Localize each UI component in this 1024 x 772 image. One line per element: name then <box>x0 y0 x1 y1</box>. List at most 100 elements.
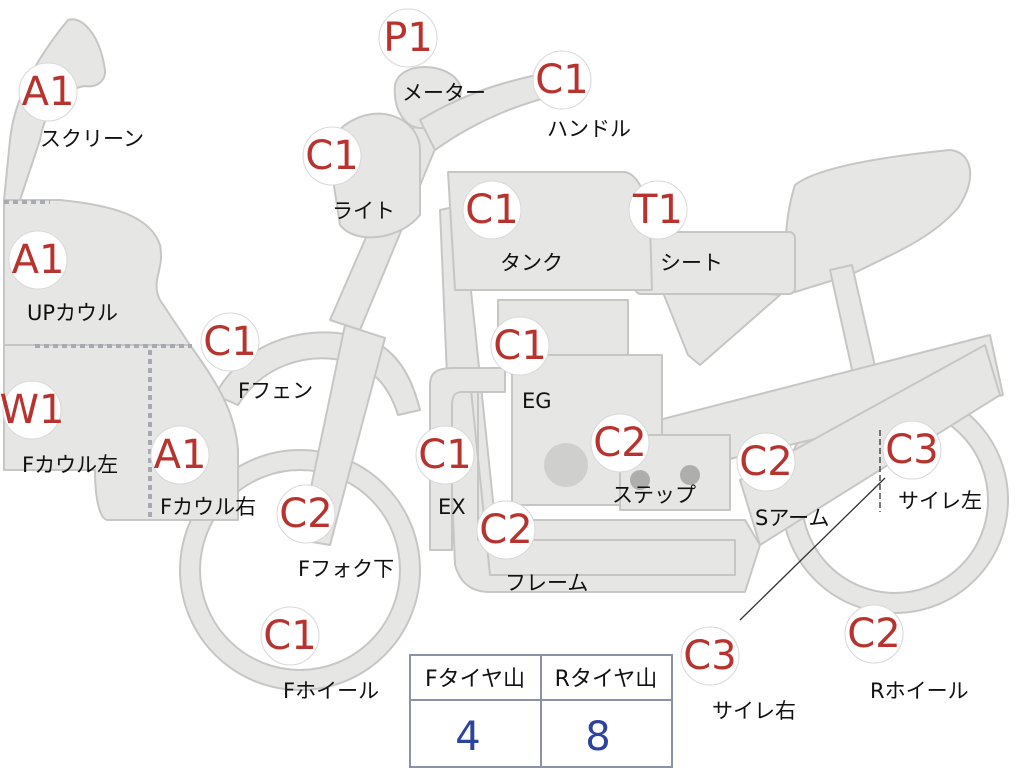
grade-badge <box>415 425 475 485</box>
part-label: フレーム <box>505 571 588 595</box>
part-marker-muffler-right: C3 サイレ右 <box>680 626 796 723</box>
part-marker-screen: A1 スクリーン <box>18 62 144 151</box>
grade-badge <box>200 312 260 372</box>
part-label: UPカウル <box>27 301 118 325</box>
grade-code: C1 <box>305 133 358 179</box>
grade-badge <box>378 8 438 68</box>
part-label: タンク <box>500 251 563 275</box>
engine-cover-shape <box>544 443 588 487</box>
grade-code: C2 <box>279 491 332 537</box>
grade-badge <box>476 500 536 560</box>
grade-code: A1 <box>154 432 207 478</box>
grade-code: C2 <box>593 420 646 466</box>
grade-badge <box>8 230 68 290</box>
step-peg-shape-2 <box>680 465 700 485</box>
grade-code: C1 <box>263 613 316 659</box>
muffler-right-leader <box>739 477 886 621</box>
grade-code: A1 <box>12 237 65 283</box>
part-marker-frame: C2 フレーム <box>476 500 588 595</box>
part-label: Rホイール <box>870 679 969 703</box>
part-label: スクリーン <box>40 127 144 151</box>
part-marker-meter: P1 メーター <box>378 8 486 105</box>
step-peg-shape <box>630 470 650 490</box>
part-marker-seat: T1 シート <box>628 180 723 275</box>
part-label: Fカウル右 <box>160 495 256 519</box>
part-label: メーター <box>402 81 486 105</box>
grade-badge <box>532 50 592 110</box>
part-label: サイレ右 <box>712 699 796 723</box>
grade-badge <box>302 126 362 186</box>
grade-code: C3 <box>885 427 938 473</box>
part-marker-step: C2 ステップ <box>590 413 696 507</box>
part-marker-tank: C1 タンク <box>462 180 563 275</box>
grade-badge <box>462 180 522 240</box>
grade-code: C1 <box>203 319 256 365</box>
grade-badge <box>628 180 688 240</box>
grade-code: C1 <box>418 432 471 478</box>
part-label: EX <box>438 495 466 519</box>
part-label: ライト <box>332 199 395 223</box>
grade-badge <box>2 380 62 440</box>
grade-code: C2 <box>739 439 792 485</box>
grade-code: C3 <box>683 633 736 679</box>
grade-badge <box>18 62 78 122</box>
rear-tire-value: 8 <box>585 714 610 760</box>
grade-badge <box>150 425 210 485</box>
part-label: Sアーム <box>755 506 829 530</box>
motorcycle-silhouette <box>3 18 1009 691</box>
part-label: EG <box>522 389 552 413</box>
grade-code: C1 <box>493 323 546 369</box>
grade-badge <box>736 432 796 492</box>
grade-badge <box>844 604 904 664</box>
front-tire-header: Fタイヤ山 <box>425 667 525 692</box>
part-label: ハンドル <box>547 117 631 141</box>
part-label: Fカウル左 <box>22 453 118 477</box>
part-marker-light: C1 ライト <box>302 126 395 223</box>
grade-code: P1 <box>383 15 433 61</box>
grade-code: A1 <box>22 69 75 115</box>
rear-tire-header: Rタイヤ山 <box>555 667 658 692</box>
grade-badge <box>882 420 942 480</box>
grade-badge <box>590 413 650 473</box>
grade-code: T1 <box>632 187 683 233</box>
grade-badge <box>490 316 550 376</box>
part-label: Fフォク下 <box>298 557 394 581</box>
grade-code: C1 <box>535 57 588 103</box>
grade-code: W1 <box>0 387 65 433</box>
grade-code: C2 <box>479 507 532 553</box>
swing-arm-link-shape <box>739 344 1001 546</box>
grade-badge <box>260 606 320 666</box>
part-label: ステップ <box>612 483 696 507</box>
part-label: シート <box>660 251 723 275</box>
rear-subframe-shape <box>659 284 781 366</box>
part-marker-muffler-left: C3 サイレ左 <box>882 420 982 513</box>
grade-badge <box>680 626 740 686</box>
part-marker-handle: C1 ハンドル <box>532 50 631 141</box>
part-label: Fホイール <box>283 679 379 703</box>
grade-code: C2 <box>847 611 900 657</box>
grade-badge <box>276 484 336 544</box>
grade-code: C1 <box>465 187 518 233</box>
rear-seat-shape <box>784 149 972 293</box>
exhaust-pipe-shape <box>429 367 506 551</box>
part-label: サイレ左 <box>898 489 982 513</box>
tire-tread-table: Fタイヤ山 Rタイヤ山 4 8 <box>409 654 673 768</box>
cowl-section-lines <box>4 200 192 520</box>
leader-lines <box>739 430 886 621</box>
front-rim-shape <box>199 469 401 671</box>
part-label: Fフェン <box>238 379 313 403</box>
front-tire-value: 4 <box>455 714 480 760</box>
